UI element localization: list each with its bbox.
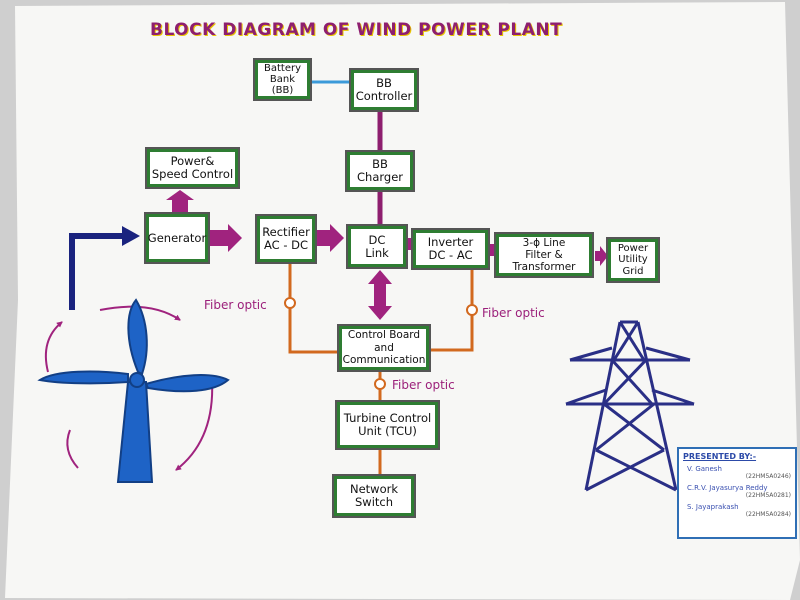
inverter-label: Inverter DC - AC: [427, 235, 474, 262]
fiber-optic-label-left: Fiber optic: [204, 298, 267, 312]
power-utility-grid-block: Power Utility Grid: [606, 237, 660, 283]
bb-charger-label: BB Charger: [357, 157, 403, 184]
power-speed-control-label: Power& Speed Control: [151, 154, 234, 181]
member-id: (22HM5A0246): [745, 473, 791, 480]
control-board-block: Control Board and Communication: [337, 324, 431, 372]
rectifier-block: Rectifier AC - DC: [255, 214, 317, 264]
presented-by-panel: PRESENTED BY:- V. Ganesh (22HM5A0246) C.…: [677, 447, 797, 539]
fiber-optic-label-bottom: Fiber optic: [392, 378, 455, 392]
fiber-rectifier-control: [288, 264, 338, 354]
member-name: S. Jayaprakash: [687, 503, 739, 511]
power-utility-grid-label: Power Utility Grid: [617, 242, 649, 277]
line-filter-transformer-block: 3-ϕ Line Filter & Transformer: [494, 232, 594, 278]
arrow-gen-to-speed: [166, 190, 194, 212]
diagram-title: BLOCK DIAGRAM OF WIND POWER PLANT: [150, 20, 563, 40]
member-id: (22HM5A0281): [745, 492, 791, 499]
arrow-dclink-control: [368, 270, 392, 320]
line-filter-transformer-label: 3-ϕ Line Filter & Transformer: [512, 237, 576, 273]
power-speed-control-block: Power& Speed Control: [145, 147, 240, 189]
dc-link-block: DC Link: [346, 224, 408, 269]
member-id: (22HM5A0284): [745, 511, 791, 518]
battery-bank-block: Battery Bank (BB): [253, 58, 312, 101]
member-name: V. Ganesh: [687, 465, 722, 473]
arrow-rect-to-dclink: [316, 224, 344, 252]
transmission-tower-drawing: [565, 320, 695, 492]
generator-label: Generator: [147, 230, 207, 245]
arrow-filter-to-grid: [595, 246, 608, 266]
wind-turbine-drawing: [37, 298, 230, 483]
tcu-block: Turbine Control Unit (TCU): [335, 400, 440, 450]
fiber-inverter-control: [430, 268, 474, 352]
bb-controller-label: BB Controller: [355, 76, 413, 103]
inverter-block: Inverter DC - AC: [411, 228, 490, 270]
member-name: C.R.V. Jayasurya Reddy: [687, 484, 768, 492]
dc-link-label: DC Link: [365, 232, 389, 260]
arrow-turbine-to-gen: [69, 233, 128, 310]
arrow-gen-to-rect: [210, 224, 242, 252]
control-board-label: Control Board and Communication: [342, 329, 426, 367]
fiber-optic-label-right: Fiber optic: [482, 306, 545, 320]
generator-block: Generator: [144, 212, 210, 264]
battery-bank-label: Battery Bank (BB): [263, 63, 301, 96]
rectifier-label: Rectifier AC - DC: [262, 225, 310, 252]
network-switch-block: Network Switch: [332, 474, 416, 518]
presented-by-heading: PRESENTED BY:-: [683, 452, 757, 461]
bb-controller-block: BB Controller: [349, 68, 419, 112]
tcu-label: Turbine Control Unit (TCU): [343, 411, 432, 438]
network-switch-label: Network Switch: [349, 482, 399, 509]
bb-charger-block: BB Charger: [345, 150, 415, 192]
